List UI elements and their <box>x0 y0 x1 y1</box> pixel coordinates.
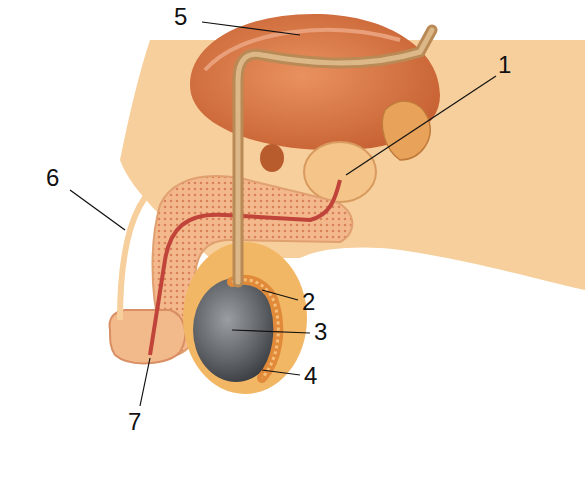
callout-number: 7 <box>128 410 141 434</box>
leader-lines <box>70 22 496 406</box>
callout-number: 1 <box>498 53 511 77</box>
callout-number: 4 <box>304 364 317 388</box>
callout-number: 2 <box>302 290 315 314</box>
callout-number: 5 <box>174 5 187 29</box>
callout-number: 6 <box>46 166 59 190</box>
callout-number: 3 <box>314 320 327 344</box>
